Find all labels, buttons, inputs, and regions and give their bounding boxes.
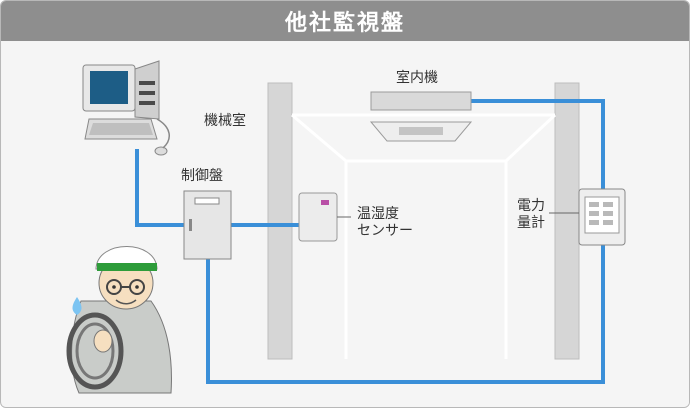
sensor-label-line1: 温湿度 — [357, 206, 399, 222]
power-meter-label-line1: 電力 — [517, 198, 545, 214]
title-bar: 他社監視盤 — [1, 1, 689, 41]
indoor-unit-label: 室内機 — [396, 70, 438, 86]
computer-icon — [82, 60, 170, 156]
sensor-icon — [298, 192, 351, 242]
cable-lines — [135, 99, 605, 384]
indoor-unit-icon — [369, 91, 473, 142]
page-title: 他社監視盤 — [284, 11, 405, 36]
worker-illustration — [66, 246, 172, 394]
room-structure — [267, 82, 580, 360]
control-panel-icon — [183, 190, 232, 260]
power-meter-icon — [549, 188, 626, 246]
control-panel-label: 制御盤 — [181, 168, 223, 184]
machine-room-label: 機械室 — [204, 113, 246, 129]
sensor-label-line2: センサー — [357, 223, 413, 239]
power-meter-label-line2: 量計 — [517, 215, 545, 231]
